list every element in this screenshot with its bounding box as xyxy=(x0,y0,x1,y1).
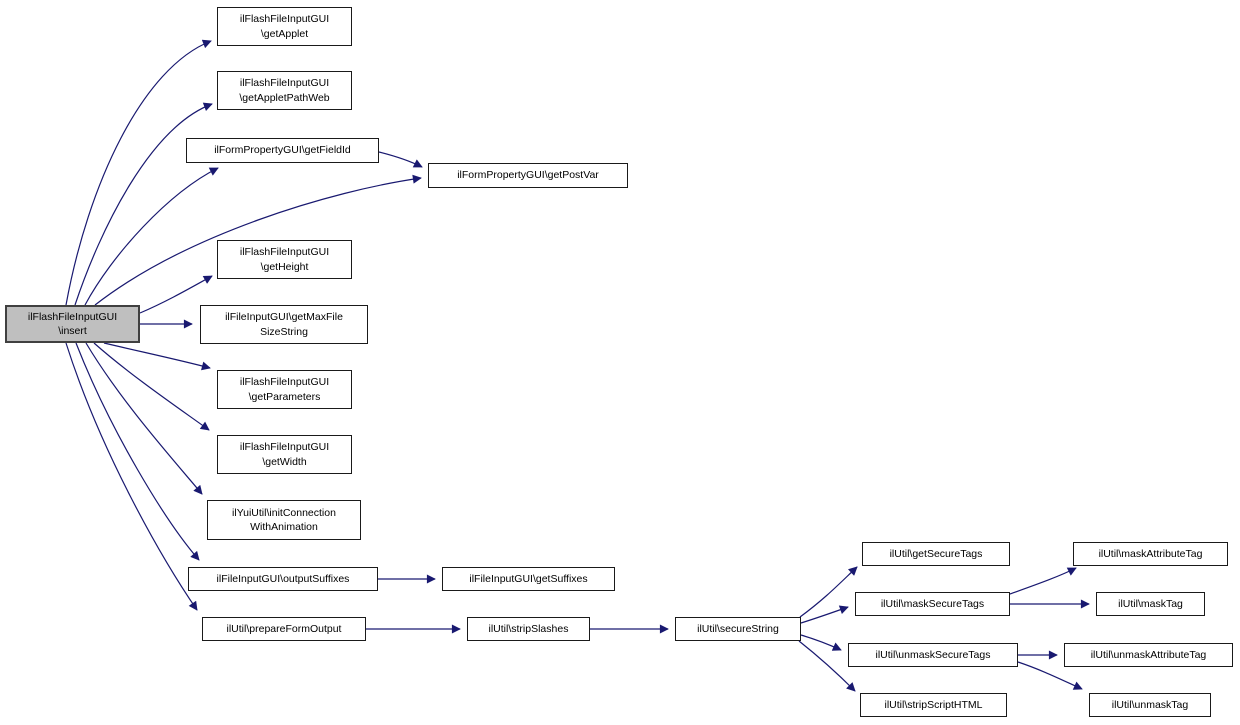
edge-insert-get-applet xyxy=(65,39,212,306)
node-mask-secure-tags[interactable]: ilUtil\maskSecureTags xyxy=(855,592,1010,616)
node-label: \getParameters xyxy=(248,390,321,403)
node-secure-string[interactable]: ilUtil\secureString xyxy=(675,617,801,641)
node-label: ilFileInputGUI\getSuffixes xyxy=(469,572,588,585)
node-label: ilUtil\secureString xyxy=(697,622,779,635)
node-label: ilUtil\stripScriptHTML xyxy=(884,698,983,711)
node-get-post-var[interactable]: ilFormPropertyGUI\getPostVar xyxy=(428,163,628,188)
edge-insert-get-field-id xyxy=(84,167,219,306)
node-output-suffixes[interactable]: ilFileInputGUI\outputSuffixes xyxy=(188,567,378,591)
node-strip-script-html[interactable]: ilUtil\stripScriptHTML xyxy=(860,693,1007,717)
node-label: ilUtil\stripSlashes xyxy=(488,622,569,635)
node-label: \getWidth xyxy=(262,455,307,468)
node-label: ilFlashFileInputGUI xyxy=(239,13,330,25)
node-label: ilFlashFileInputGUI xyxy=(239,441,330,453)
node-label: \getAppletPathWeb xyxy=(239,91,330,104)
node-get-field-id[interactable]: ilFormPropertyGUI\getFieldId xyxy=(186,138,379,163)
node-label: ilFileInputGUI\outputSuffixes xyxy=(216,572,350,585)
node-get-parameters[interactable]: ilFlashFileInputGUI \getParameters xyxy=(217,370,352,409)
node-label: ilUtil\unmaskSecureTags xyxy=(875,648,991,661)
node-get-height[interactable]: ilFlashFileInputGUI \getHeight xyxy=(217,240,352,279)
node-init-connection-with-animation[interactable]: ilYuiUtil\initConnection WithAnimation xyxy=(207,500,361,540)
node-label: ilUtil\maskSecureTags xyxy=(880,597,985,610)
edge-secure-string-mask-secure-tags xyxy=(800,605,849,624)
edge-insert-init-connection xyxy=(85,342,203,495)
node-get-suffixes[interactable]: ilFileInputGUI\getSuffixes xyxy=(442,567,615,591)
node-get-applet[interactable]: ilFlashFileInputGUI \getApplet xyxy=(217,7,352,46)
edge-get-field-id-get-post-var xyxy=(378,151,423,168)
edge-insert-get-width xyxy=(93,342,210,431)
node-strip-slashes[interactable]: ilUtil\stripSlashes xyxy=(467,617,590,641)
edge-insert-get-applet-path-web xyxy=(74,102,213,306)
node-unmask-secure-tags[interactable]: ilUtil\unmaskSecureTags xyxy=(848,643,1018,667)
node-unmask-tag[interactable]: ilUtil\unmaskTag xyxy=(1089,693,1211,717)
node-label: ilUtil\getSecureTags xyxy=(889,547,983,560)
node-label: WithAnimation xyxy=(250,521,318,533)
node-mask-tag[interactable]: ilUtil\maskTag xyxy=(1096,592,1205,616)
node-label: ilFormPropertyGUI\getPostVar xyxy=(457,169,599,182)
node-label: ilFileInputGUI\getMaxFile xyxy=(225,311,343,323)
node-get-applet-path-web[interactable]: ilFlashFileInputGUI \getAppletPathWeb xyxy=(217,71,352,110)
node-get-max-file-size-string[interactable]: ilFileInputGUI\getMaxFile SizeString xyxy=(200,305,368,344)
edge-insert-prepare-form-output xyxy=(65,342,198,611)
node-insert: ilFlashFileInputGUI \insert xyxy=(5,305,140,343)
edge-insert-output-suffixes xyxy=(75,342,200,561)
edge-secure-string-unmask-secure-tags xyxy=(800,634,842,651)
node-label: ilUtil\maskAttributeTag xyxy=(1098,547,1203,560)
node-label: ilFlashFileInputGUI xyxy=(239,376,330,388)
node-mask-attribute-tag[interactable]: ilUtil\maskAttributeTag xyxy=(1073,542,1228,566)
node-label: ilFlashFileInputGUI xyxy=(27,310,118,323)
node-get-width[interactable]: ilFlashFileInputGUI \getWidth xyxy=(217,435,352,474)
node-label: SizeString xyxy=(260,325,308,338)
node-prepare-form-output[interactable]: ilUtil\prepareFormOutput xyxy=(202,617,366,641)
node-label: \getApplet xyxy=(260,27,309,40)
node-label: ilUtil\maskTag xyxy=(1118,597,1183,610)
node-label: \insert xyxy=(58,325,87,337)
edge-insert-get-parameters xyxy=(103,342,211,371)
node-label: ilUtil\prepareFormOutput xyxy=(226,622,342,635)
edge-secure-string-get-secure-tags xyxy=(799,566,858,618)
node-label: ilUtil\unmaskTag xyxy=(1111,698,1189,711)
node-label: ilUtil\unmaskAttributeTag xyxy=(1090,648,1207,661)
node-unmask-attribute-tag[interactable]: ilUtil\unmaskAttributeTag xyxy=(1064,643,1233,667)
node-label: \getHeight xyxy=(260,260,309,273)
node-label: ilFlashFileInputGUI xyxy=(239,77,330,89)
edge-secure-string-strip-script-html xyxy=(798,640,856,692)
node-label: ilYuiUtil\initConnection xyxy=(232,506,336,519)
node-label: ilFlashFileInputGUI xyxy=(239,246,330,258)
node-label: ilFormPropertyGUI\getFieldId xyxy=(214,144,351,157)
node-get-secure-tags[interactable]: ilUtil\getSecureTags xyxy=(862,542,1010,566)
edge-mask-secure-tags-mask-attribute-tag xyxy=(1009,567,1077,595)
